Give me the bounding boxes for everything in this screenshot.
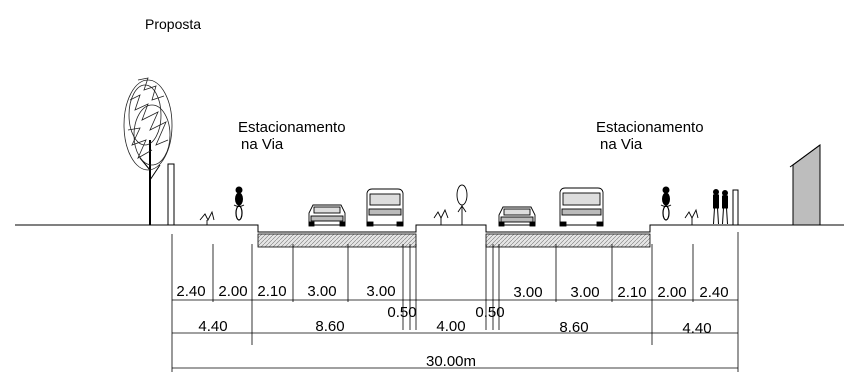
dim-lane-left-2: 3.00 (366, 283, 396, 300)
bicycle-icon (660, 186, 672, 221)
shrub-icon (684, 208, 699, 225)
van-icon (366, 188, 404, 227)
dim-carriageway-left: 8.60 (315, 318, 345, 335)
right-wall (732, 189, 739, 226)
dim-bikeway-right: 2.00 (657, 284, 687, 301)
car-icon (498, 206, 536, 227)
dim-sidewalk-left: 2.40 (176, 283, 206, 300)
dim-buffer-right: 0.50 (475, 304, 505, 321)
building-icon (789, 144, 821, 226)
dim-lane-right-2: 3.00 (570, 284, 600, 301)
parking-label-left: Estacionamento (238, 119, 346, 136)
dim-side-right: 4.40 (682, 320, 712, 337)
bicycle-icon (233, 186, 245, 221)
right-roadway (485, 233, 651, 248)
shrub-icon (433, 208, 449, 225)
parking-label-right-line2: na Via (600, 136, 643, 153)
dim-lane-left-1: 3.00 (307, 283, 337, 300)
parking-label-left-line2: na Via (241, 136, 284, 153)
dim-median: 4.00 (436, 318, 466, 335)
left-roadway (257, 233, 417, 248)
dim-carriageway-right: 8.60 (559, 319, 589, 336)
tree-icon (123, 77, 173, 225)
shrub-icon (456, 184, 468, 225)
left-wall (167, 163, 175, 226)
road-profile (15, 224, 844, 233)
van-icon (559, 187, 604, 227)
dim-buffer-left: 0.50 (387, 304, 417, 321)
pedestrian-icon (713, 189, 728, 225)
dim-parking-left: 2.10 (257, 283, 287, 300)
dim-bikeway-left: 2.00 (218, 283, 248, 300)
dimension-lines (171, 232, 739, 372)
page-title: Proposta (145, 16, 202, 32)
parking-label-right: Estacionamento (596, 119, 704, 136)
dim-sidewalk-right: 2.40 (699, 284, 729, 301)
dim-side-left: 4.40 (198, 318, 228, 335)
dim-lane-right-1: 3.00 (513, 284, 543, 301)
dim-parking-right: 2.10 (617, 284, 647, 301)
shrub-icon (199, 210, 215, 225)
car-icon (308, 204, 346, 227)
dim-total: 30.00m (425, 353, 477, 370)
